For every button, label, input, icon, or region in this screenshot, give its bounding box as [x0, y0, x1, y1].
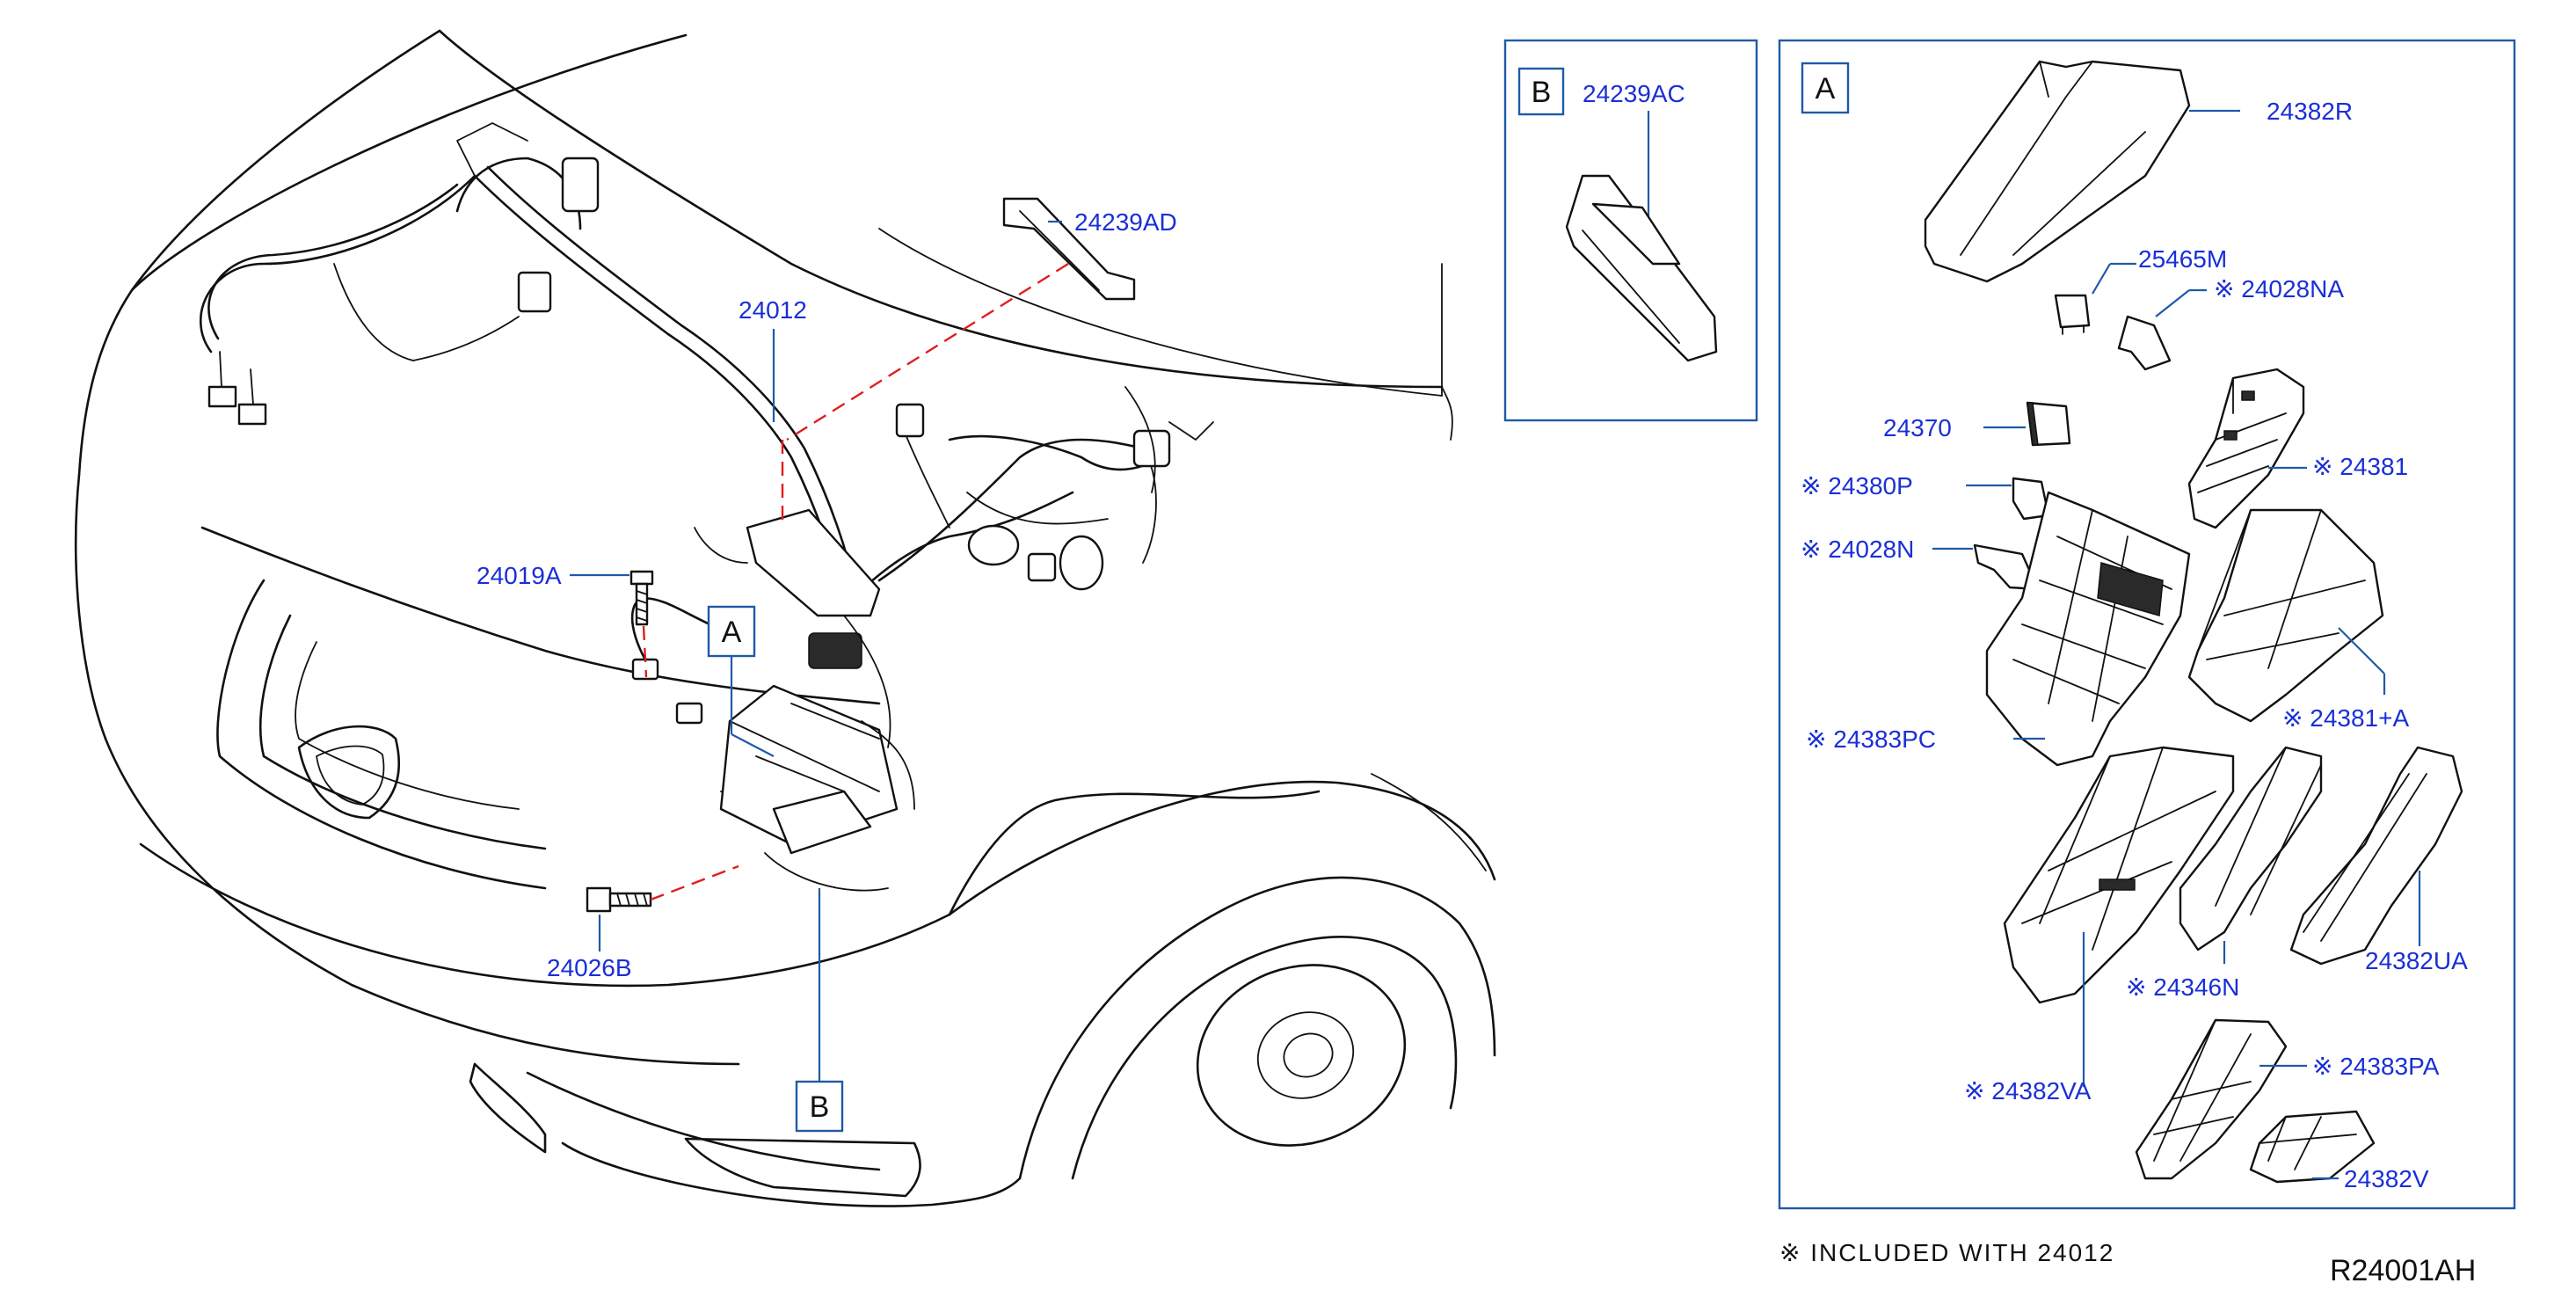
- panel-b: B 24239AC: [1503, 39, 1758, 422]
- fuse-25465m-illustration: [2054, 294, 2091, 329]
- tag-b-label: B: [810, 1090, 830, 1124]
- dashed-guide-lines: [642, 262, 1069, 901]
- callout-24382v: 24382V: [2344, 1165, 2429, 1192]
- tag-a-box: [707, 605, 756, 658]
- block-24383pa-illustration: [2135, 1018, 2288, 1180]
- callout-24382ua: 24382UA: [2365, 947, 2468, 974]
- panel-a: A 24382R 25465M ※ 24028NA 24370 ※ 24380P…: [1778, 39, 2516, 1210]
- callout-24012: 24012: [739, 296, 807, 324]
- callout-24380p: ※ 24380P: [1801, 472, 1913, 499]
- panel-a-tag-box: [1801, 62, 1850, 114]
- panel-a-frame: [1778, 39, 2516, 1210]
- tag-a-label: A: [722, 616, 742, 649]
- callout-24382va: ※ 24382VA: [1964, 1077, 2092, 1105]
- callout-24383pa: ※ 24383PA: [2312, 1053, 2440, 1080]
- callout-25465m: 25465M: [2138, 245, 2227, 273]
- panel-a-tag-label: A: [1816, 72, 1836, 106]
- frame-24383pc-illustration: [1985, 491, 2191, 767]
- callout-24239ad: 24239AD: [1074, 208, 1177, 236]
- vehicle-front-illustration: [74, 29, 1496, 1207]
- clip-24028n-illustration: [1973, 543, 2040, 591]
- bracket-24239ad-illustration: [1002, 197, 1136, 301]
- panel-b-frame: [1503, 39, 1758, 422]
- engine-room-harness-illustration: [199, 122, 1214, 855]
- callout-24381: ※ 24381: [2312, 453, 2408, 480]
- diagram-code: R24001AH: [2330, 1254, 2476, 1287]
- part-24380p-illustration: [2012, 477, 2050, 521]
- plate-24239ac-illustration: [1565, 174, 1718, 362]
- callout-24346n: ※ 24346N: [2126, 973, 2239, 1001]
- footnote-included-with: ※ INCLUDED WITH 24012: [1779, 1239, 2114, 1266]
- callout-24370: 24370: [1883, 414, 1952, 441]
- callout-24239ac: 24239AC: [1583, 80, 1685, 107]
- bolt-24026b-illustration: [586, 886, 652, 913]
- panel-b-tag-box: [1517, 67, 1565, 116]
- callout-24381a: ※ 24381+A: [2282, 704, 2409, 732]
- cover-24382r-illustration: [1924, 60, 2191, 283]
- left-callouts: 24239AD 24012 24019A 24026B A B: [477, 208, 1177, 1133]
- cover-24382ua-illustration: [2289, 746, 2463, 966]
- callout-24026b: 24026B: [547, 954, 632, 981]
- callout-24383pc: ※ 24383PC: [1806, 725, 1936, 753]
- bracket-24346n-illustration: [2179, 746, 2323, 951]
- bolt-24019a-illustration: [629, 570, 654, 626]
- panel-b-tag-label: B: [1532, 76, 1552, 109]
- callout-24382r: 24382R: [2267, 98, 2353, 125]
- callout-24028na: ※ 24028NA: [2214, 275, 2344, 303]
- block-24381-illustration: [2187, 368, 2305, 529]
- tag-b-box: [795, 1080, 844, 1133]
- clip-24028na-illustration: [2117, 315, 2172, 371]
- callout-24019a: 24019A: [477, 562, 562, 589]
- callout-24028n: ※ 24028N: [1801, 536, 1914, 563]
